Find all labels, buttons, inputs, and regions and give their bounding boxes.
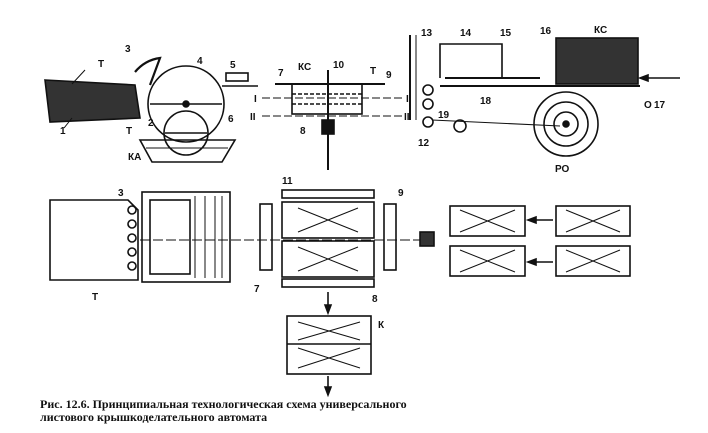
stack-ks — [555, 37, 639, 85]
label-plan-8: 8 — [372, 294, 378, 305]
label-9: 9 — [386, 70, 392, 81]
arrow-down-1-head — [323, 304, 333, 316]
caption-line-1: Рис. 12.6. Принципиальная технологическа… — [40, 397, 407, 411]
band-12 — [431, 119, 561, 127]
arrow-down-2-head — [323, 386, 333, 398]
plan-view — [49, 189, 631, 398]
roller-19b — [422, 98, 434, 110]
die-upper-cross — [297, 207, 359, 233]
arrow-pack-top-head — [525, 215, 537, 225]
label-1: 1 — [60, 126, 66, 137]
bar-9 — [383, 203, 397, 271]
label-14: 14 — [460, 28, 472, 39]
label-ka: КА — [128, 152, 141, 163]
pack-k — [286, 315, 372, 375]
label-roman-1a: I — [254, 94, 257, 105]
figure-caption: Рис. 12.6. Принципиальная технологическа… — [40, 398, 680, 424]
label-plan-11: 11 — [282, 176, 293, 187]
label-19: 19 — [438, 110, 450, 121]
label-plan-t: Т — [92, 292, 98, 303]
die-lower — [281, 240, 375, 278]
suction-cups — [127, 205, 137, 271]
label-plan-3: 3 — [118, 188, 124, 199]
coil-ro-3 — [553, 111, 579, 137]
drum-4 — [147, 65, 225, 143]
label-roman-2b: II — [404, 112, 410, 123]
pack-k-cross — [297, 321, 361, 369]
label-12: 12 — [418, 138, 430, 149]
pack-3 — [555, 205, 631, 237]
label-ks-1: КС — [298, 62, 311, 73]
transfer-gear — [419, 231, 435, 247]
label-5: 5 — [230, 60, 236, 71]
pack-2 — [449, 245, 526, 277]
coil-ro-hub — [562, 120, 570, 128]
label-t-3: Т — [370, 66, 376, 77]
label-3: 3 — [125, 44, 131, 55]
label-7: 7 — [278, 68, 284, 79]
sheet-plan — [49, 199, 139, 281]
side-view — [44, 35, 680, 170]
roller-12b — [453, 119, 467, 133]
die-lower-cross — [297, 246, 359, 272]
wheel-6 — [163, 110, 209, 156]
die-upper — [281, 201, 375, 239]
pack-4 — [555, 245, 631, 277]
frame-15 — [439, 43, 503, 78]
arrow-pack-bot-head — [525, 257, 537, 267]
roller-19a — [422, 84, 434, 96]
sheet-stack — [44, 79, 141, 123]
label-roman-1b: I — [406, 94, 409, 105]
coil-ro — [533, 91, 599, 157]
leader-1 — [63, 117, 73, 129]
coil-ro-2 — [543, 101, 589, 147]
label-17: 17 — [654, 100, 666, 111]
arrow-17-head — [637, 73, 649, 83]
guide-5 — [225, 72, 249, 82]
coating-roller — [149, 199, 191, 275]
label-15: 15 — [500, 28, 512, 39]
label-ks-2: КС — [594, 25, 607, 36]
bar-7 — [259, 203, 273, 271]
roller-12a — [422, 116, 434, 128]
label-ro: РО — [555, 164, 570, 175]
lacquer-bath — [138, 139, 237, 163]
press-head — [321, 119, 335, 135]
leader-t-1 — [71, 69, 86, 85]
label-4: 4 — [197, 56, 203, 67]
label-8: 8 — [300, 126, 306, 137]
label-t-1: Т — [98, 59, 104, 70]
caption-line-2: листового крышкоделательного автомата — [40, 410, 268, 424]
label-o: О — [644, 100, 652, 111]
pack-crosses — [459, 209, 621, 273]
label-16: 16 — [540, 26, 552, 37]
suction-arm — [134, 56, 162, 86]
bar-8 — [281, 278, 375, 288]
labels: 1 2 3 4 5 6 7 8 9 10 13 14 15 16 17 18 1… — [60, 25, 666, 331]
label-plan-7: 7 — [254, 284, 260, 295]
coating-lines — [194, 196, 223, 278]
label-18: 18 — [480, 96, 492, 107]
label-t-2: Т — [126, 126, 132, 137]
bar-11 — [281, 189, 375, 199]
label-k: К — [378, 320, 385, 331]
label-6: 6 — [228, 114, 234, 125]
label-10: 10 — [333, 60, 345, 71]
label-roman-2a: II — [250, 112, 256, 123]
label-13: 13 — [421, 28, 433, 39]
label-2: 2 — [148, 118, 154, 129]
coating-unit — [141, 191, 231, 283]
pack-1 — [449, 205, 526, 237]
label-plan-9: 9 — [398, 188, 404, 199]
